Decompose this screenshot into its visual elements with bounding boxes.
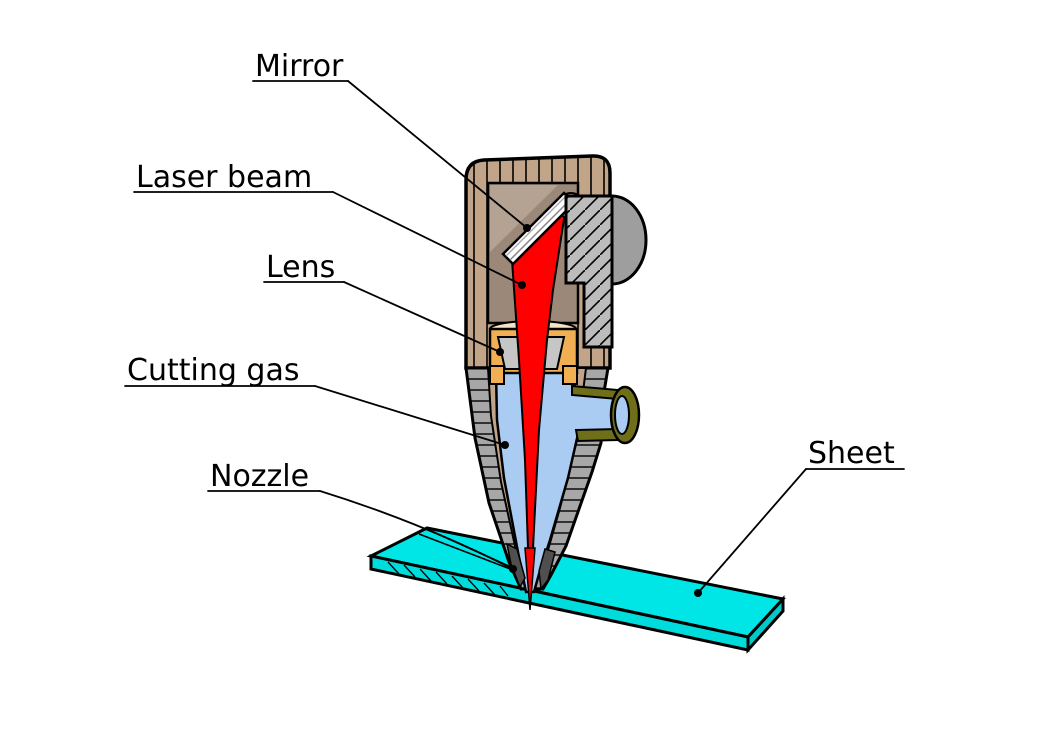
leader-cutting-gas bbox=[314, 385, 506, 446]
leader-dot-nozzle bbox=[509, 565, 517, 573]
cutting-head bbox=[464, 154, 648, 611]
lens-holder-flange-right bbox=[562, 365, 578, 385]
mirror-glass-line bbox=[505, 195, 567, 257]
port-wall-bottom bbox=[574, 427, 619, 443]
leader-lens bbox=[343, 281, 501, 353]
label-mirror: Mirror bbox=[255, 49, 344, 84]
leader-dot-laser-beam bbox=[518, 281, 526, 289]
callouts: Mirror Laser beam Lens Cutting gas Nozzl… bbox=[124, 49, 905, 597]
leader-dot-sheet bbox=[694, 589, 702, 597]
kerf-line bbox=[418, 533, 514, 571]
port-opening bbox=[614, 395, 630, 435]
label-cutting-gas: Cutting gas bbox=[127, 353, 299, 388]
sheet-shape bbox=[366, 526, 786, 654]
label-lens: Lens bbox=[266, 250, 335, 285]
leader-dot-lens bbox=[496, 348, 504, 356]
laser-beam-needle bbox=[524, 547, 536, 611]
lens-holder-flange-left bbox=[489, 365, 505, 385]
sheet-edge-hatch bbox=[387, 561, 509, 597]
leader-laser-beam bbox=[332, 191, 523, 286]
leader-dot-cutting-gas bbox=[501, 441, 509, 449]
label-laser-beam: Laser beam bbox=[136, 160, 312, 195]
sheet-end-face bbox=[746, 595, 785, 654]
cavity-highlight bbox=[490, 185, 558, 252]
gas-port-shape bbox=[571, 384, 641, 445]
adjustment-screw-hatch bbox=[566, 196, 612, 347]
leader-mirror bbox=[347, 80, 528, 229]
label-sheet: Sheet bbox=[808, 436, 895, 471]
nozzle-tip-left bbox=[505, 542, 526, 589]
nozzle-tip-right bbox=[538, 548, 556, 591]
leader-sheet bbox=[697, 468, 807, 594]
mirror-glass-line bbox=[509, 199, 571, 261]
label-nozzle: Nozzle bbox=[210, 459, 309, 494]
leader-dot-mirror bbox=[523, 224, 531, 232]
leader-nozzle bbox=[319, 490, 514, 570]
